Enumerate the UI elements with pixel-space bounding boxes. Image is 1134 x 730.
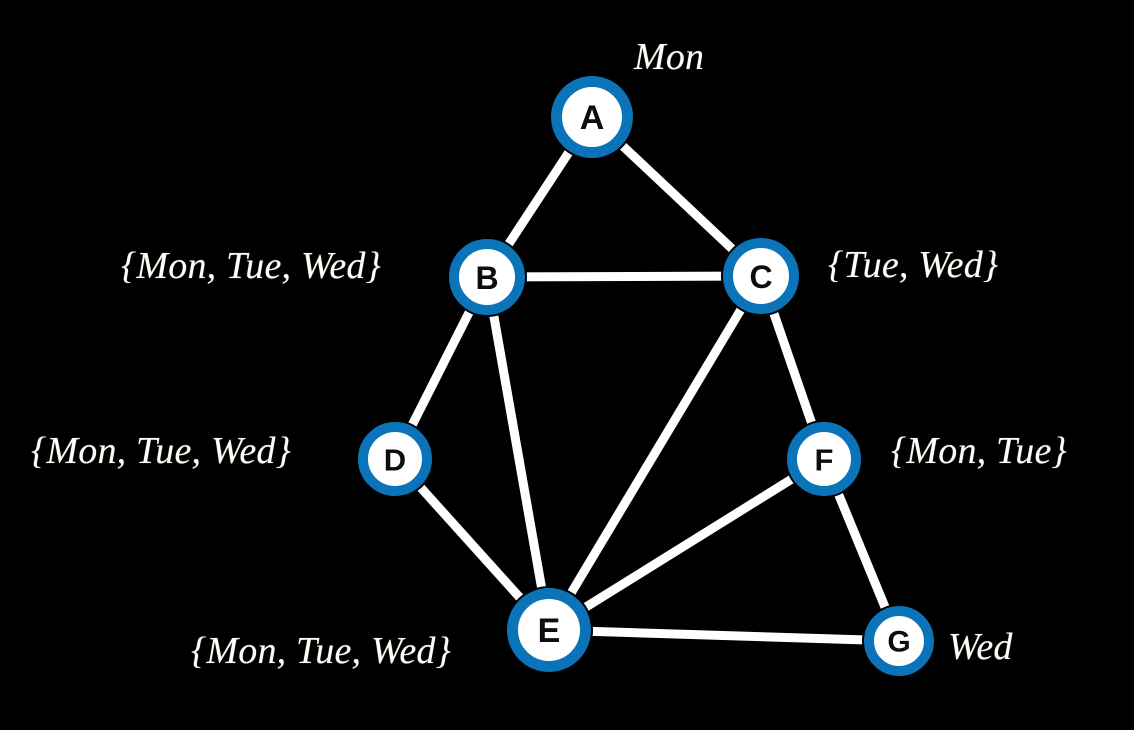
edge-halo-layer [389,112,906,648]
node-a[interactable]: A [549,74,635,160]
node-d-circle [358,422,432,496]
node-g-letter: G [887,626,910,659]
node-g[interactable]: G [862,604,936,678]
node-c-circle [723,238,799,314]
node-e-letter: E [538,612,561,650]
node-g-circle [864,606,934,676]
node-d-letter: D [384,443,406,478]
edge-c-e [545,273,765,633]
node-b-circle [449,239,525,315]
node-c[interactable]: C [721,236,801,316]
node-b-letter: B [475,260,498,296]
node-f-letter: F [815,443,834,478]
node-b[interactable]: B [447,237,527,317]
node-d[interactable]: D [356,420,434,498]
domain-label-f: {Mon, Tue} [891,430,1067,472]
domain-label-e: {Mon, Tue, Wed} [191,630,451,672]
node-e[interactable]: E [505,586,593,674]
domain-label-c: {Tue, Wed} [828,244,999,286]
node-a-circle [551,76,633,158]
edge-b-e [482,276,554,631]
node-a-letter: A [580,99,605,137]
edge-e-g [548,625,900,646]
node-f-circle [787,422,861,496]
edge-e-f [546,455,827,634]
edge-b-c [486,271,762,282]
node-c-letter: C [749,259,772,295]
domain-label-b: {Mon, Tue, Wed} [121,245,381,287]
domain-label-a: Mon [634,36,705,78]
node-e-circle [507,588,591,672]
domain-label-d: {Mon, Tue, Wed} [31,430,291,472]
node-f[interactable]: F [785,420,863,498]
node-layer: A B C D E F G [356,74,936,678]
domain-label-g: Wed [948,626,1013,668]
